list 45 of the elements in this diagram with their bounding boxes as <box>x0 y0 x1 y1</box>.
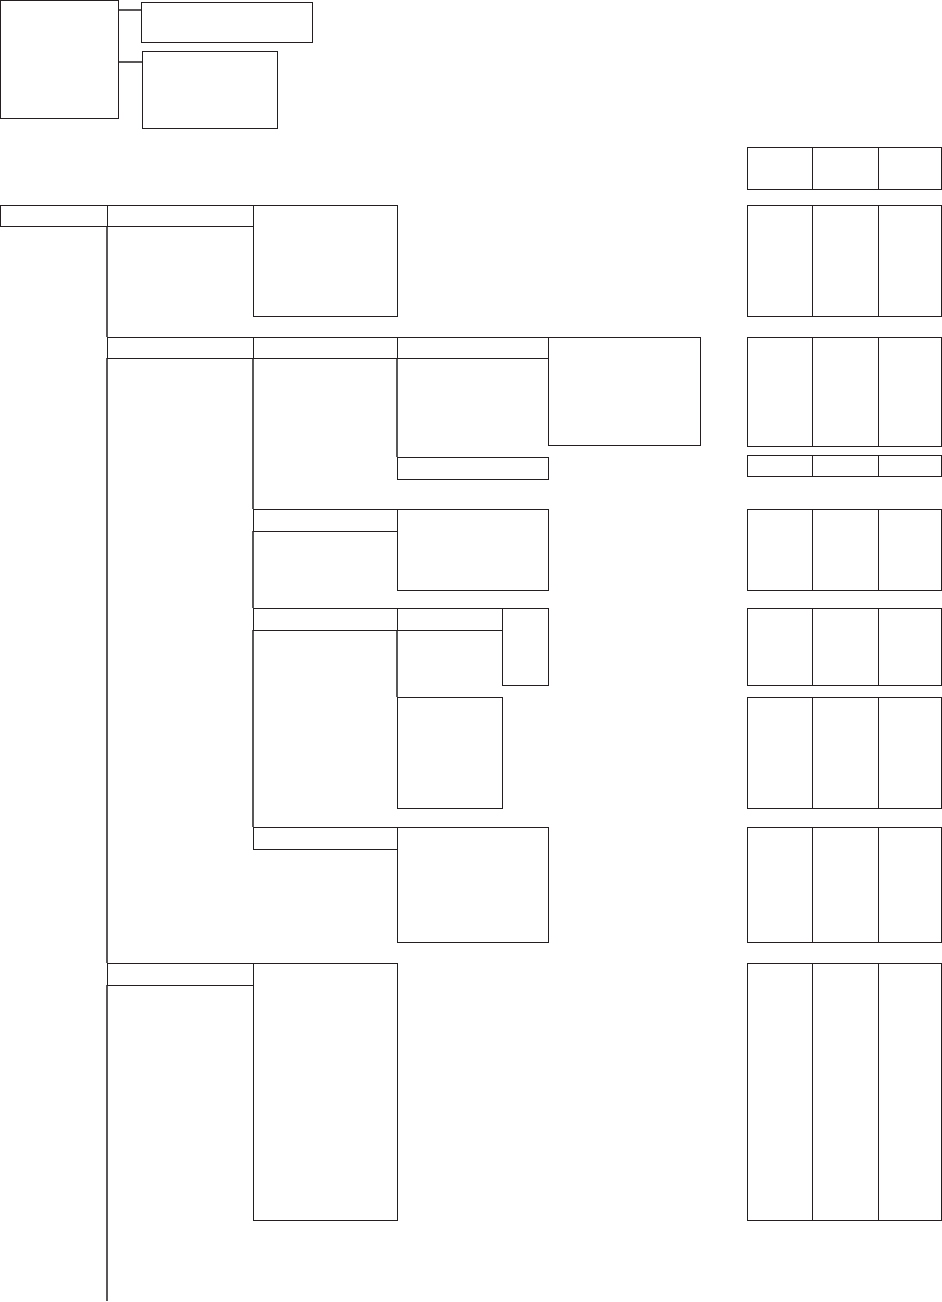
connector-line <box>252 530 254 609</box>
connector-line <box>106 225 108 338</box>
empty-box <box>812 963 879 1221</box>
empty-box <box>253 827 398 850</box>
empty-box <box>397 697 503 809</box>
empty-box <box>397 509 549 591</box>
connector-line <box>117 61 143 63</box>
empty-box <box>747 697 813 809</box>
empty-box <box>107 963 254 986</box>
empty-box <box>812 697 879 809</box>
empty-box <box>142 51 278 129</box>
connector-line <box>252 629 254 828</box>
empty-box <box>141 2 313 43</box>
empty-box <box>502 608 549 686</box>
empty-box <box>253 963 398 1221</box>
empty-box <box>747 608 813 686</box>
empty-box <box>747 827 813 943</box>
empty-box <box>747 509 813 591</box>
empty-box <box>253 509 398 532</box>
empty-box <box>878 697 942 809</box>
empty-box <box>747 337 813 447</box>
empty-box <box>548 337 701 446</box>
empty-box <box>812 827 879 943</box>
empty-box <box>878 337 942 447</box>
empty-box <box>747 205 813 317</box>
connector-line <box>396 629 398 698</box>
empty-box <box>812 337 879 447</box>
empty-box <box>878 205 942 317</box>
empty-box <box>397 827 549 943</box>
empty-box <box>812 509 879 591</box>
connector-line <box>106 357 108 964</box>
empty-box <box>878 963 942 1221</box>
empty-box <box>812 205 879 317</box>
empty-box <box>812 608 879 686</box>
empty-box <box>397 457 549 480</box>
empty-box <box>747 963 813 1221</box>
empty-box <box>878 827 942 943</box>
connector-line <box>396 357 398 458</box>
empty-box <box>0 0 119 119</box>
empty-box <box>253 205 398 317</box>
empty-box <box>878 509 942 591</box>
empty-box <box>878 608 942 686</box>
connector-line <box>117 9 142 11</box>
connector-line <box>106 984 108 1302</box>
connector-line <box>252 357 254 510</box>
